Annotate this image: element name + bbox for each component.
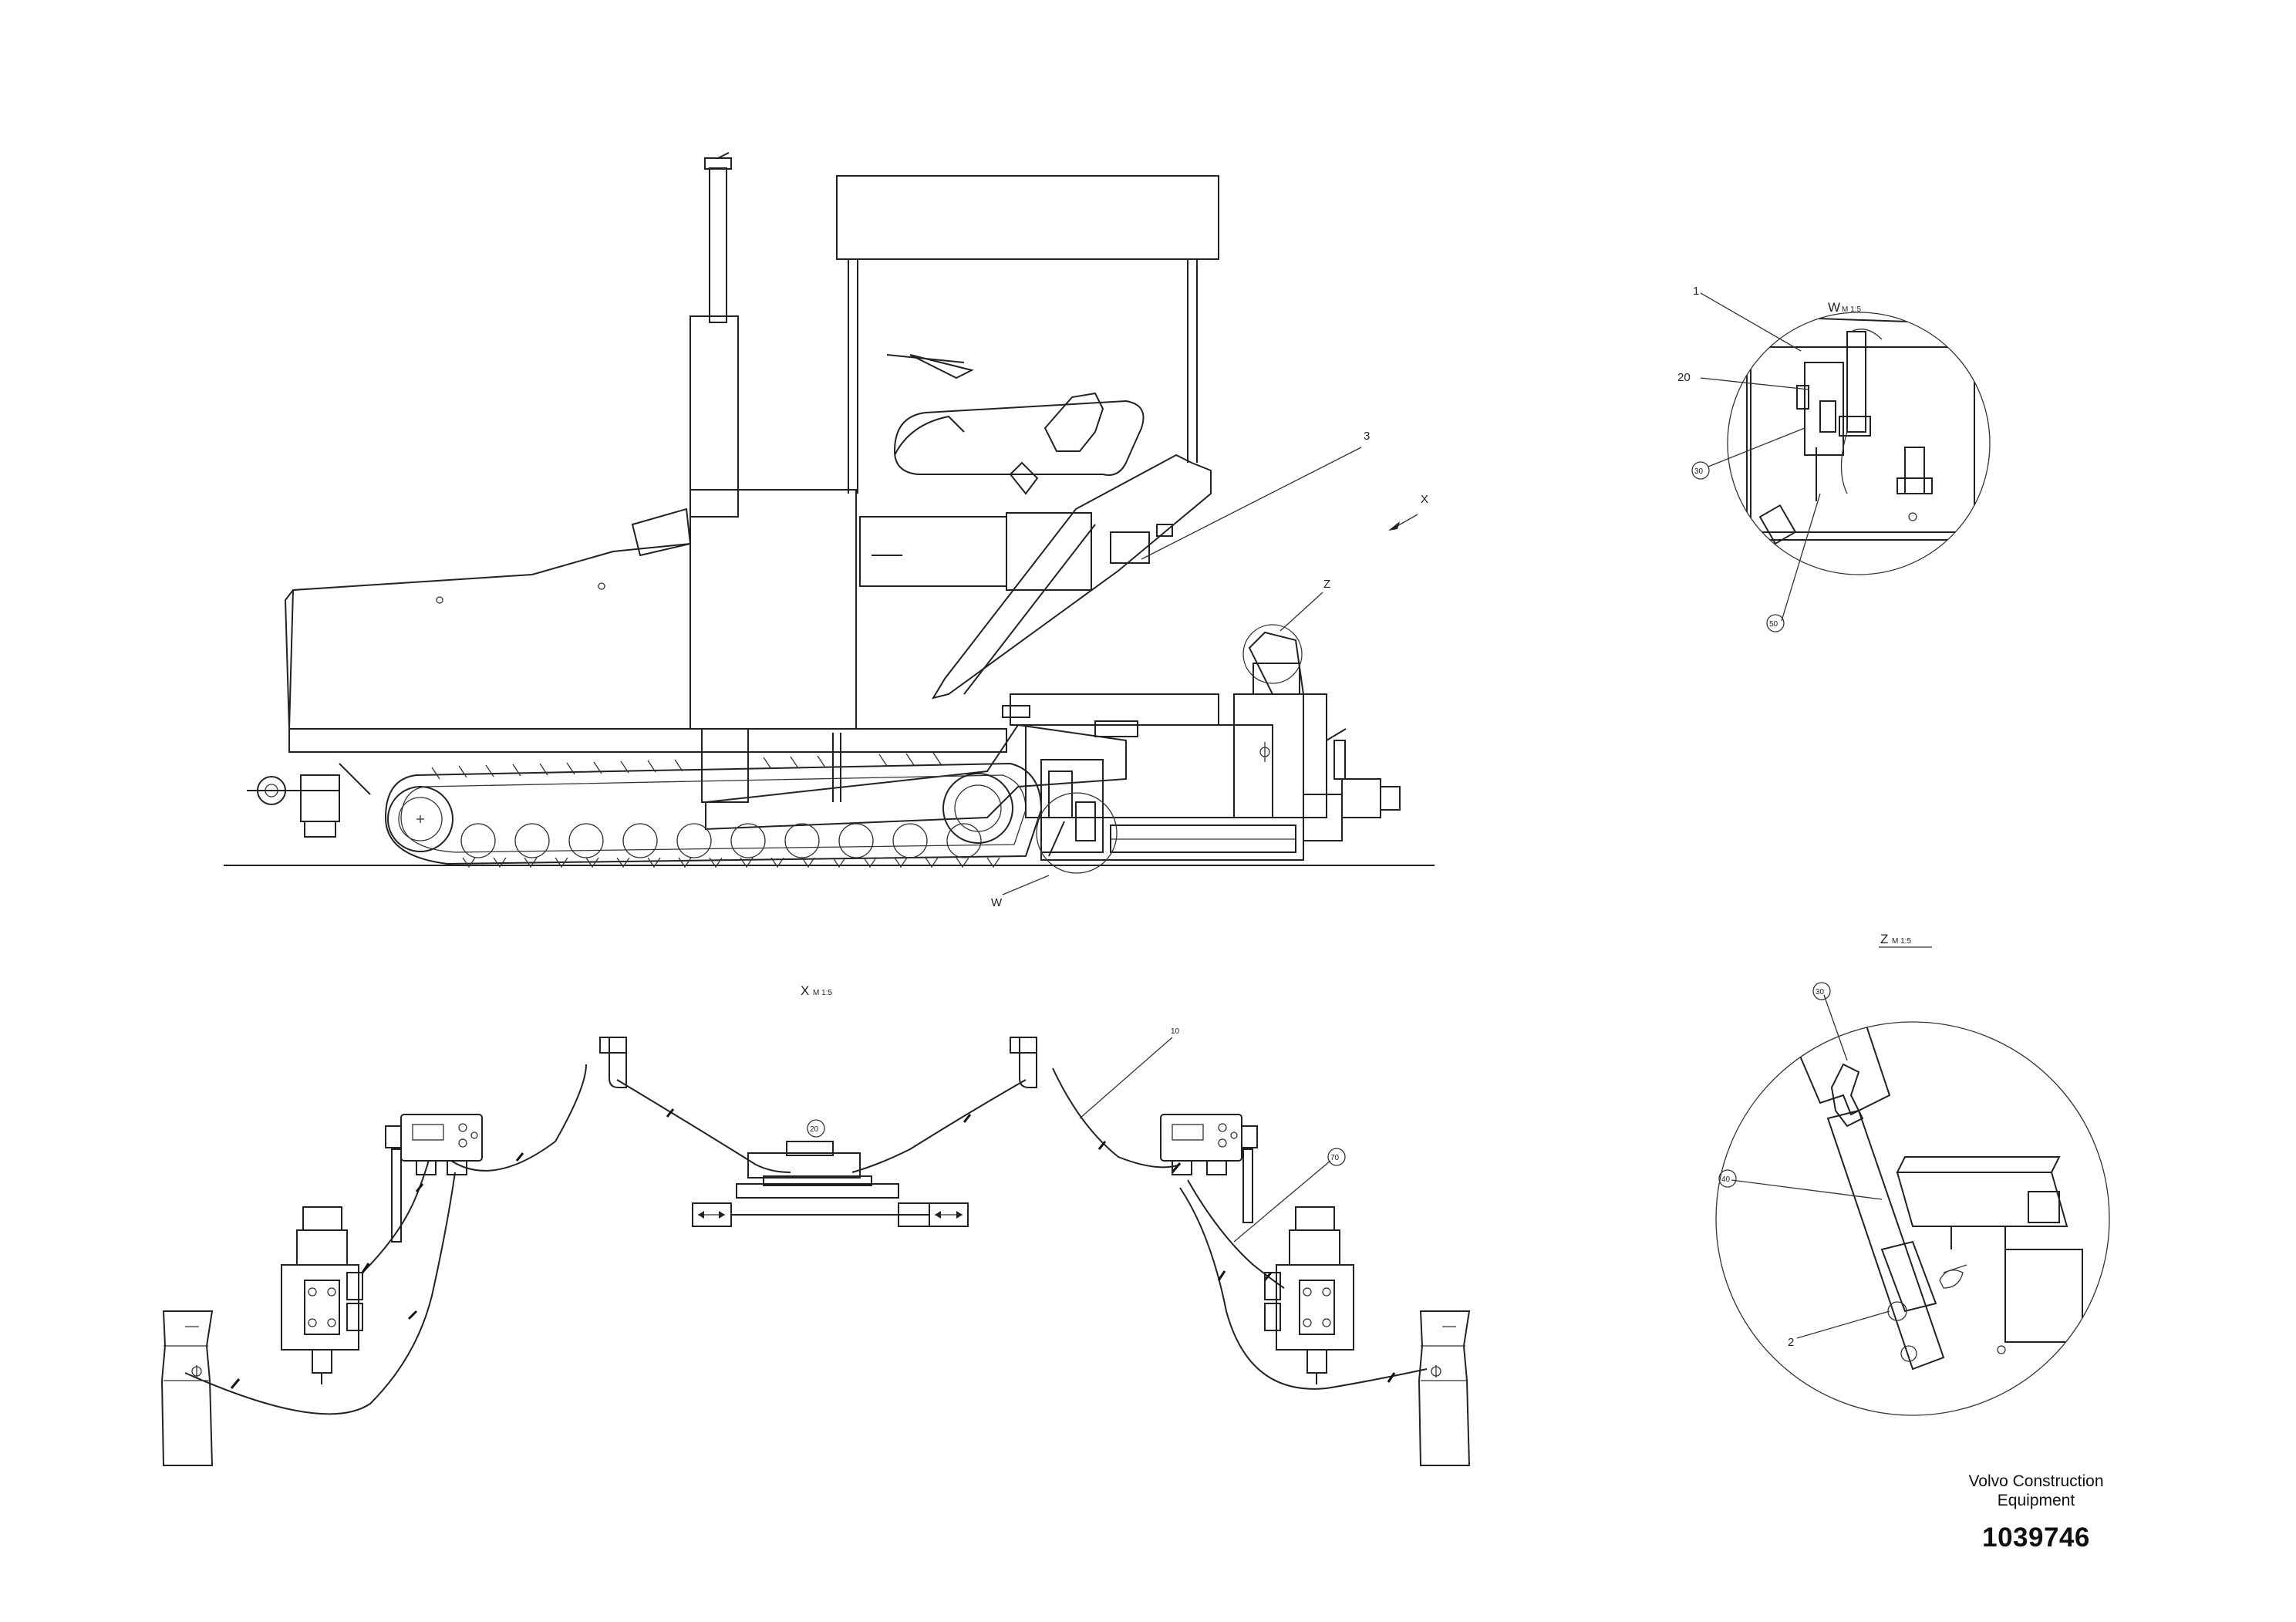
view-x-scale: M 1:5 — [813, 989, 832, 997]
grade-sensor-right — [1418, 1310, 1471, 1466]
view-arrow-x-label: X — [1421, 493, 1428, 506]
actuator-left — [281, 1206, 363, 1384]
callout-z-2: 2 — [1788, 1336, 1794, 1349]
callout-x-70: 70 — [1330, 1154, 1340, 1162]
callout-x-10: 10 — [1171, 1027, 1180, 1036]
title-block: Volvo Construction Equipment 1039746 — [1920, 1472, 2152, 1553]
company-name-line1: Volvo Construction — [1968, 1472, 2104, 1490]
view-z-letter: Z — [1880, 932, 1888, 946]
callout-w-50: 50 — [1769, 620, 1778, 629]
callout-w-1: 1 — [1693, 285, 1699, 298]
view-w-letter: W — [1828, 300, 1840, 315]
company-name-line2: Equipment — [1997, 1492, 2075, 1509]
actuator-right — [1264, 1206, 1354, 1384]
detail-circle-z — [1242, 624, 1303, 684]
callout-x-20: 20 — [810, 1125, 819, 1134]
control-unit-left — [385, 1114, 483, 1243]
grade-sensor-left — [160, 1310, 214, 1466]
callout-w-20: 20 — [1677, 371, 1691, 384]
detail-view-z: Z M 1:5 30 40 2 — [1715, 932, 2110, 1416]
callout-3: 3 — [1364, 430, 1370, 443]
detail-view-w: W M 1:5 1 20 — [1677, 285, 1991, 632]
view-z-scale: M 1:5 — [1892, 937, 1911, 946]
callout-w: W — [991, 896, 1003, 909]
callout-z-40: 40 — [1721, 1175, 1731, 1184]
paver-side-view: 3 Z X W — [224, 152, 1435, 909]
detail-circle-w — [1036, 792, 1118, 874]
view-x-sensor-layout: X M 1:5 — [160, 983, 1471, 1466]
callout-z: Z — [1323, 578, 1330, 591]
control-unit-right — [1160, 1114, 1258, 1223]
callout-z-30: 30 — [1816, 988, 1825, 996]
drawing-number: 1039746 — [1982, 1523, 2090, 1553]
view-x-letter: X — [801, 983, 809, 998]
view-w-scale: M 1:5 — [1842, 305, 1861, 314]
callout-w-30: 30 — [1694, 467, 1704, 476]
